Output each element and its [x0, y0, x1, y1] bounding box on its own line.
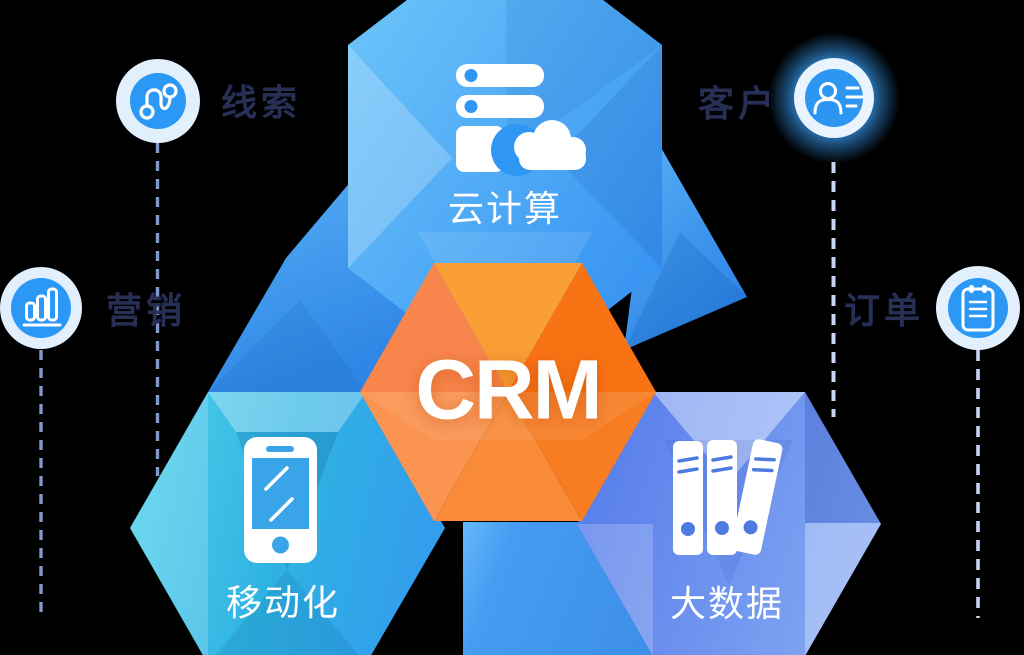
marketing-label: 营销	[105, 290, 187, 331]
crm-label: CRM	[415, 342, 602, 437]
leads-badge	[116, 59, 200, 143]
clipboard-icon	[961, 285, 995, 332]
leads-label: 线索	[220, 82, 302, 123]
route-icon	[139, 83, 178, 120]
bar-chart-icon	[22, 287, 62, 327]
order-badge	[936, 266, 1020, 350]
mobile-node-label: 移动化	[225, 582, 341, 623]
order-label: 订单	[843, 290, 925, 331]
customer-label: 客户	[697, 83, 779, 124]
facet-connector-bottom	[463, 522, 665, 655]
crm-hexagon	[360, 263, 656, 521]
binders-icon	[673, 439, 783, 555]
user-card-icon	[813, 82, 864, 115]
cloud-icon	[514, 120, 586, 170]
customer-badge	[768, 32, 900, 164]
bigdata-node-label: 大数据	[669, 583, 785, 624]
marketing-badge	[0, 267, 82, 349]
cloud-server-icon	[456, 64, 586, 176]
cloud-node-label: 云计算	[447, 188, 563, 229]
smartphone-icon	[244, 437, 317, 563]
